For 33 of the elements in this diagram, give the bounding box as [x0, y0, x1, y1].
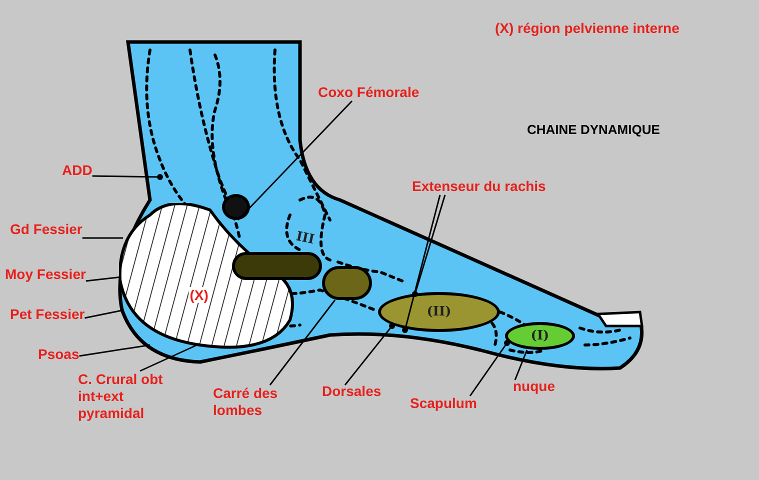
- part-label: Gd Fessier: [10, 221, 82, 238]
- diagram-title: CHAINE DYNAMIQUE: [527, 121, 660, 138]
- leader-line: [469, 340, 510, 396]
- leader-line: [86, 276, 122, 282]
- leader-line: [84, 309, 124, 319]
- leader-line: [514, 350, 528, 380]
- part-label: Moy Fessier: [5, 266, 86, 283]
- leader-line: [412, 194, 446, 297]
- part-label: Carré des lombes: [213, 385, 303, 419]
- part-label: Dorsales: [322, 383, 382, 400]
- leader-line: [344, 323, 395, 386]
- leader-line: [79, 344, 150, 357]
- part-label: Psoas: [38, 346, 80, 363]
- part-label: Pet Fessier: [10, 306, 85, 323]
- leader-line: [82, 237, 123, 239]
- hatched-region: [119, 203, 297, 351]
- region-marker: (X): [188, 286, 210, 303]
- leader-line: [237, 100, 353, 221]
- part-label: Scapulum: [410, 395, 477, 412]
- segment-numeral: (I): [530, 328, 550, 344]
- leader-line: [92, 174, 163, 180]
- segment-numeral: (II): [426, 304, 452, 320]
- part-label: ADD: [62, 162, 92, 179]
- part-label: Coxo Fémorale: [318, 84, 420, 101]
- leader-line: [140, 344, 198, 372]
- leader-line: [269, 300, 336, 386]
- part-label: nuque: [513, 378, 555, 395]
- segment-numeral: III: [294, 228, 316, 249]
- part-label: C. Crural obt int+ext pyramidal: [78, 371, 173, 422]
- segment-bar: [232, 252, 322, 280]
- leader-line: [402, 194, 441, 333]
- part-label: Extenseur du rachis: [412, 178, 546, 195]
- legend-note: (X) région pelvienne interne: [495, 20, 680, 37]
